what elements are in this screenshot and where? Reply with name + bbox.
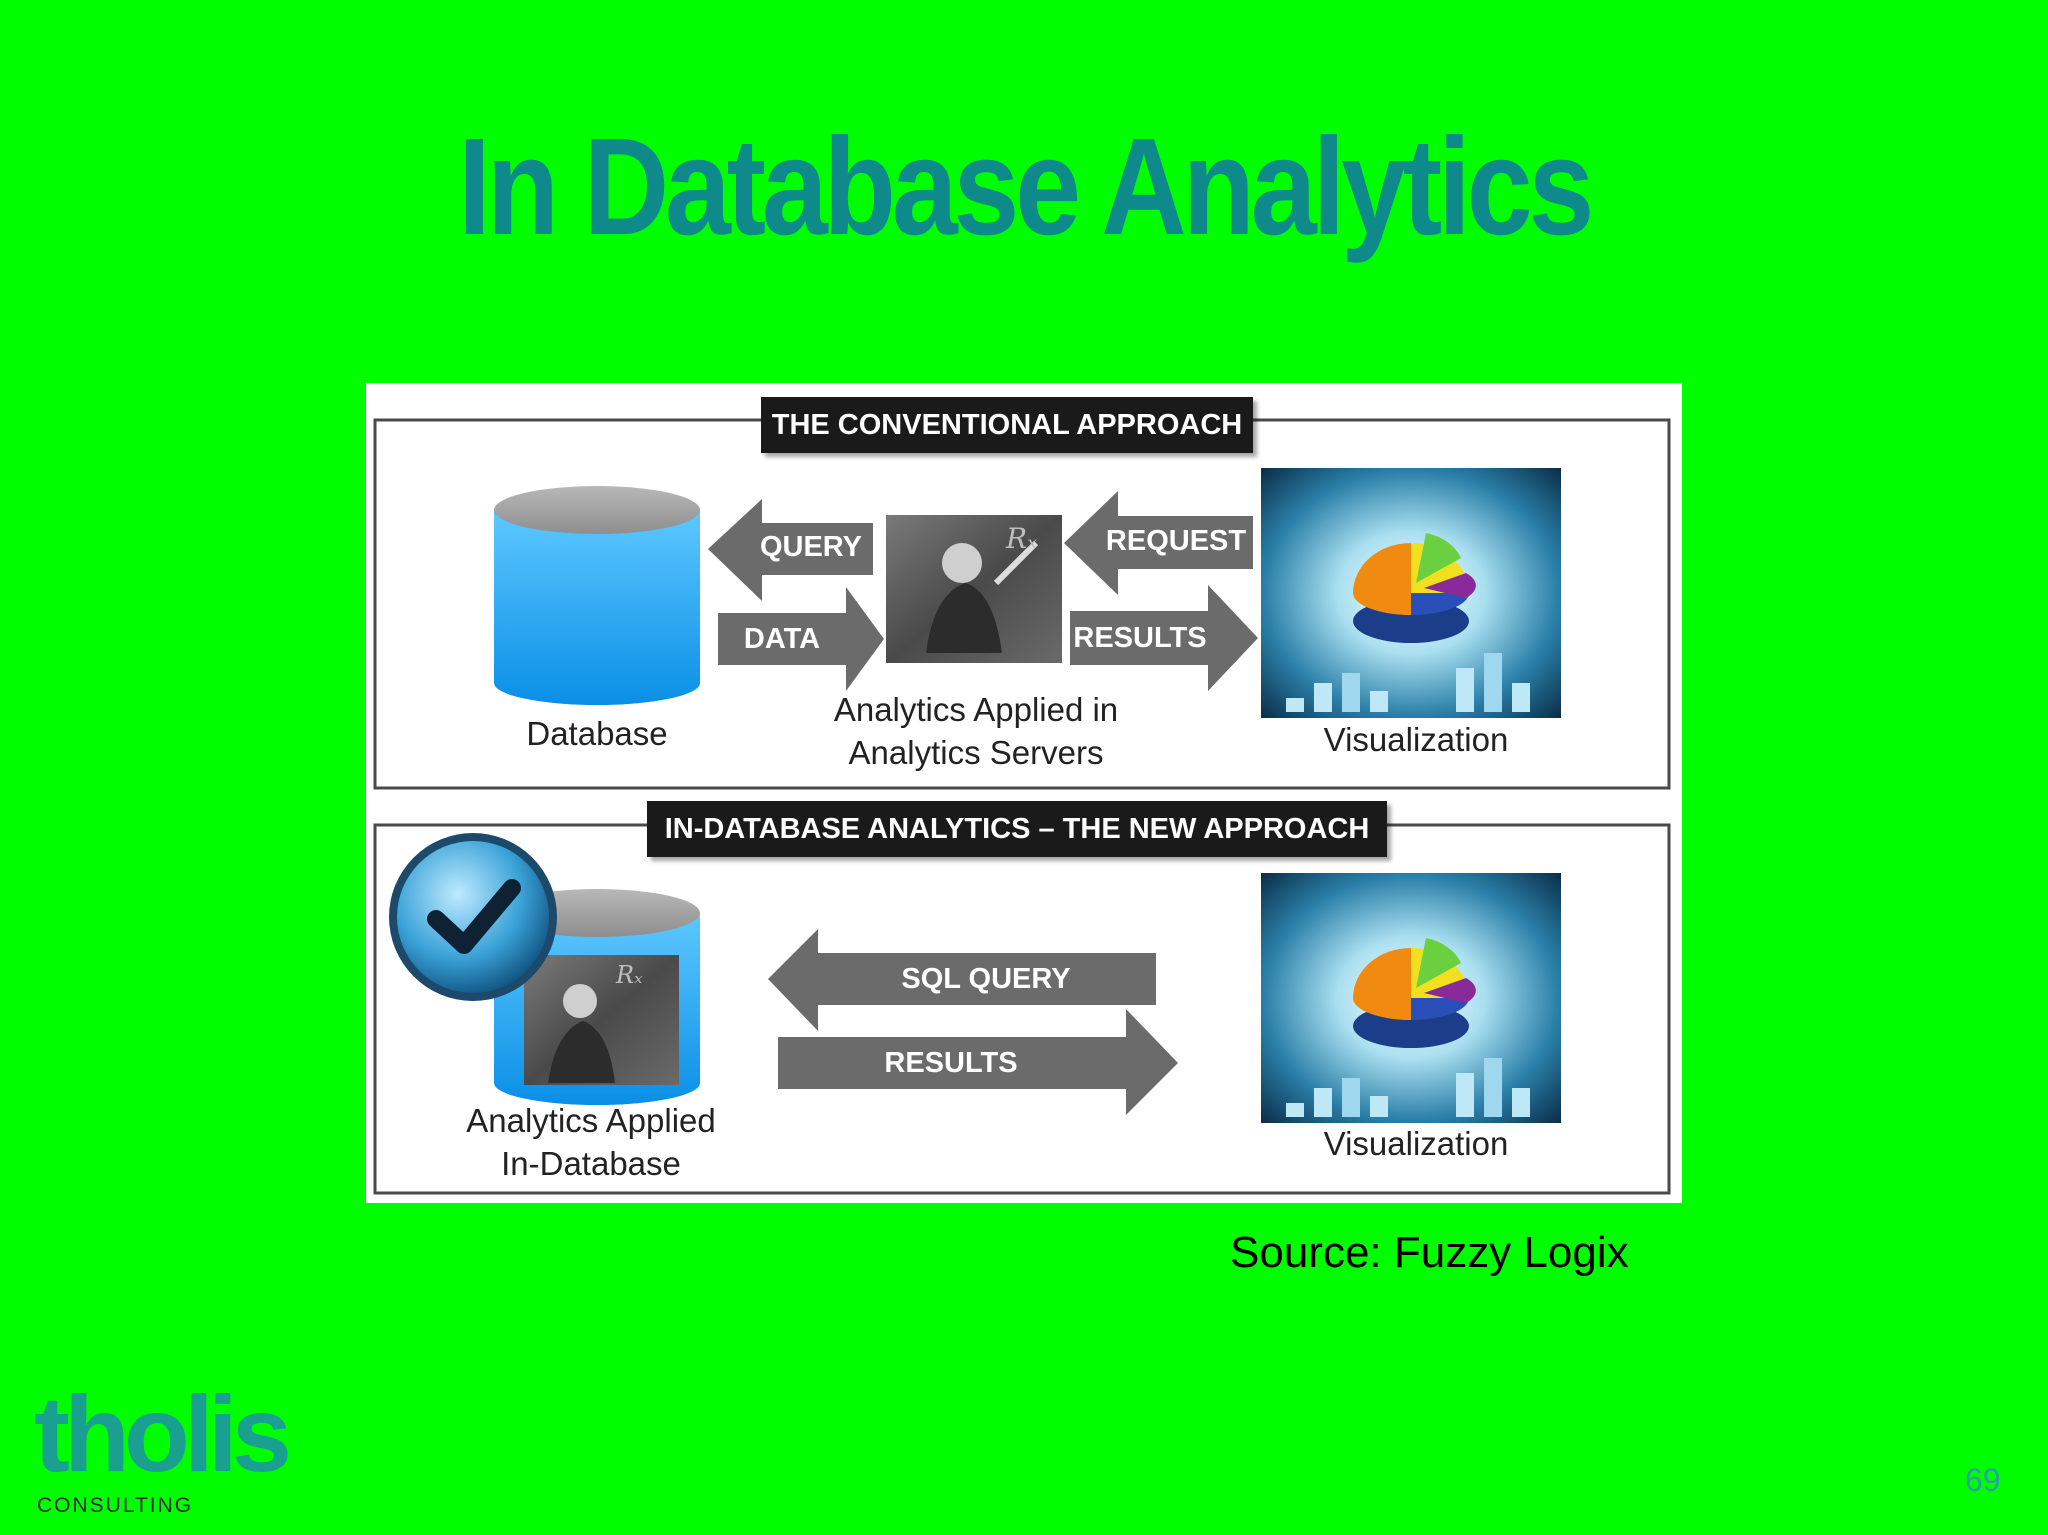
data-label: DATA [743,623,821,655]
sql-query-label: SQL QUERY [901,963,1071,995]
visualization-chart-icon [1261,468,1561,718]
approach-diagram: Rₓ Rₓ [366,383,1682,1203]
source-caption: Source: Fuzzy Logix [1230,1228,1629,1277]
checkmark-badge-icon [389,833,557,1001]
query-arrow [708,499,873,601]
svg-text:Rₓ: Rₓ [615,961,643,989]
results-label: RESULTS [1073,622,1207,654]
slide-title: In Database Analytics [457,110,1594,264]
visualization-caption: Visualization [1323,721,1509,758]
in-database-caption-line1: Analytics Applied [466,1102,716,1139]
analytics-servers-caption-line1: Analytics Applied in [833,691,1119,728]
results-arrow [1070,585,1258,691]
database-cylinder-icon [494,486,700,705]
in-database-caption-line2: In-Database [501,1145,681,1182]
in-database-cylinder-icon: Rₓ [494,889,700,1105]
visualization-caption-2: Visualization [1323,1125,1509,1162]
request-arrow [1064,491,1253,595]
scientist-chalkboard-photo-icon: Rₓ [886,515,1062,663]
new-results-label: RESULTS [884,1047,1018,1079]
new-approach-banner: IN-DATABASE ANALYTICS – THE NEW APPROACH [647,801,1387,857]
query-label: QUERY [759,531,863,563]
database-caption: Database [526,715,668,752]
data-arrow [718,587,884,691]
request-label: REQUEST [1105,525,1247,557]
new-results-arrow [778,1009,1178,1115]
tholis-logo: tholis [34,1373,292,1494]
sql-query-arrow [768,929,1156,1031]
diagram-graphics: Rₓ Rₓ [373,418,1671,1195]
svg-text:Rₓ: Rₓ [1005,522,1037,555]
page-number: 69 [1965,1462,2001,1498]
visualization-chart-icon-2 [1261,873,1561,1123]
conventional-banner: THE CONVENTIONAL APPROACH [761,397,1253,453]
logo-subtitle: CONSULTING [37,1494,194,1517]
analytics-servers-caption-line2: Analytics Servers [848,734,1104,771]
